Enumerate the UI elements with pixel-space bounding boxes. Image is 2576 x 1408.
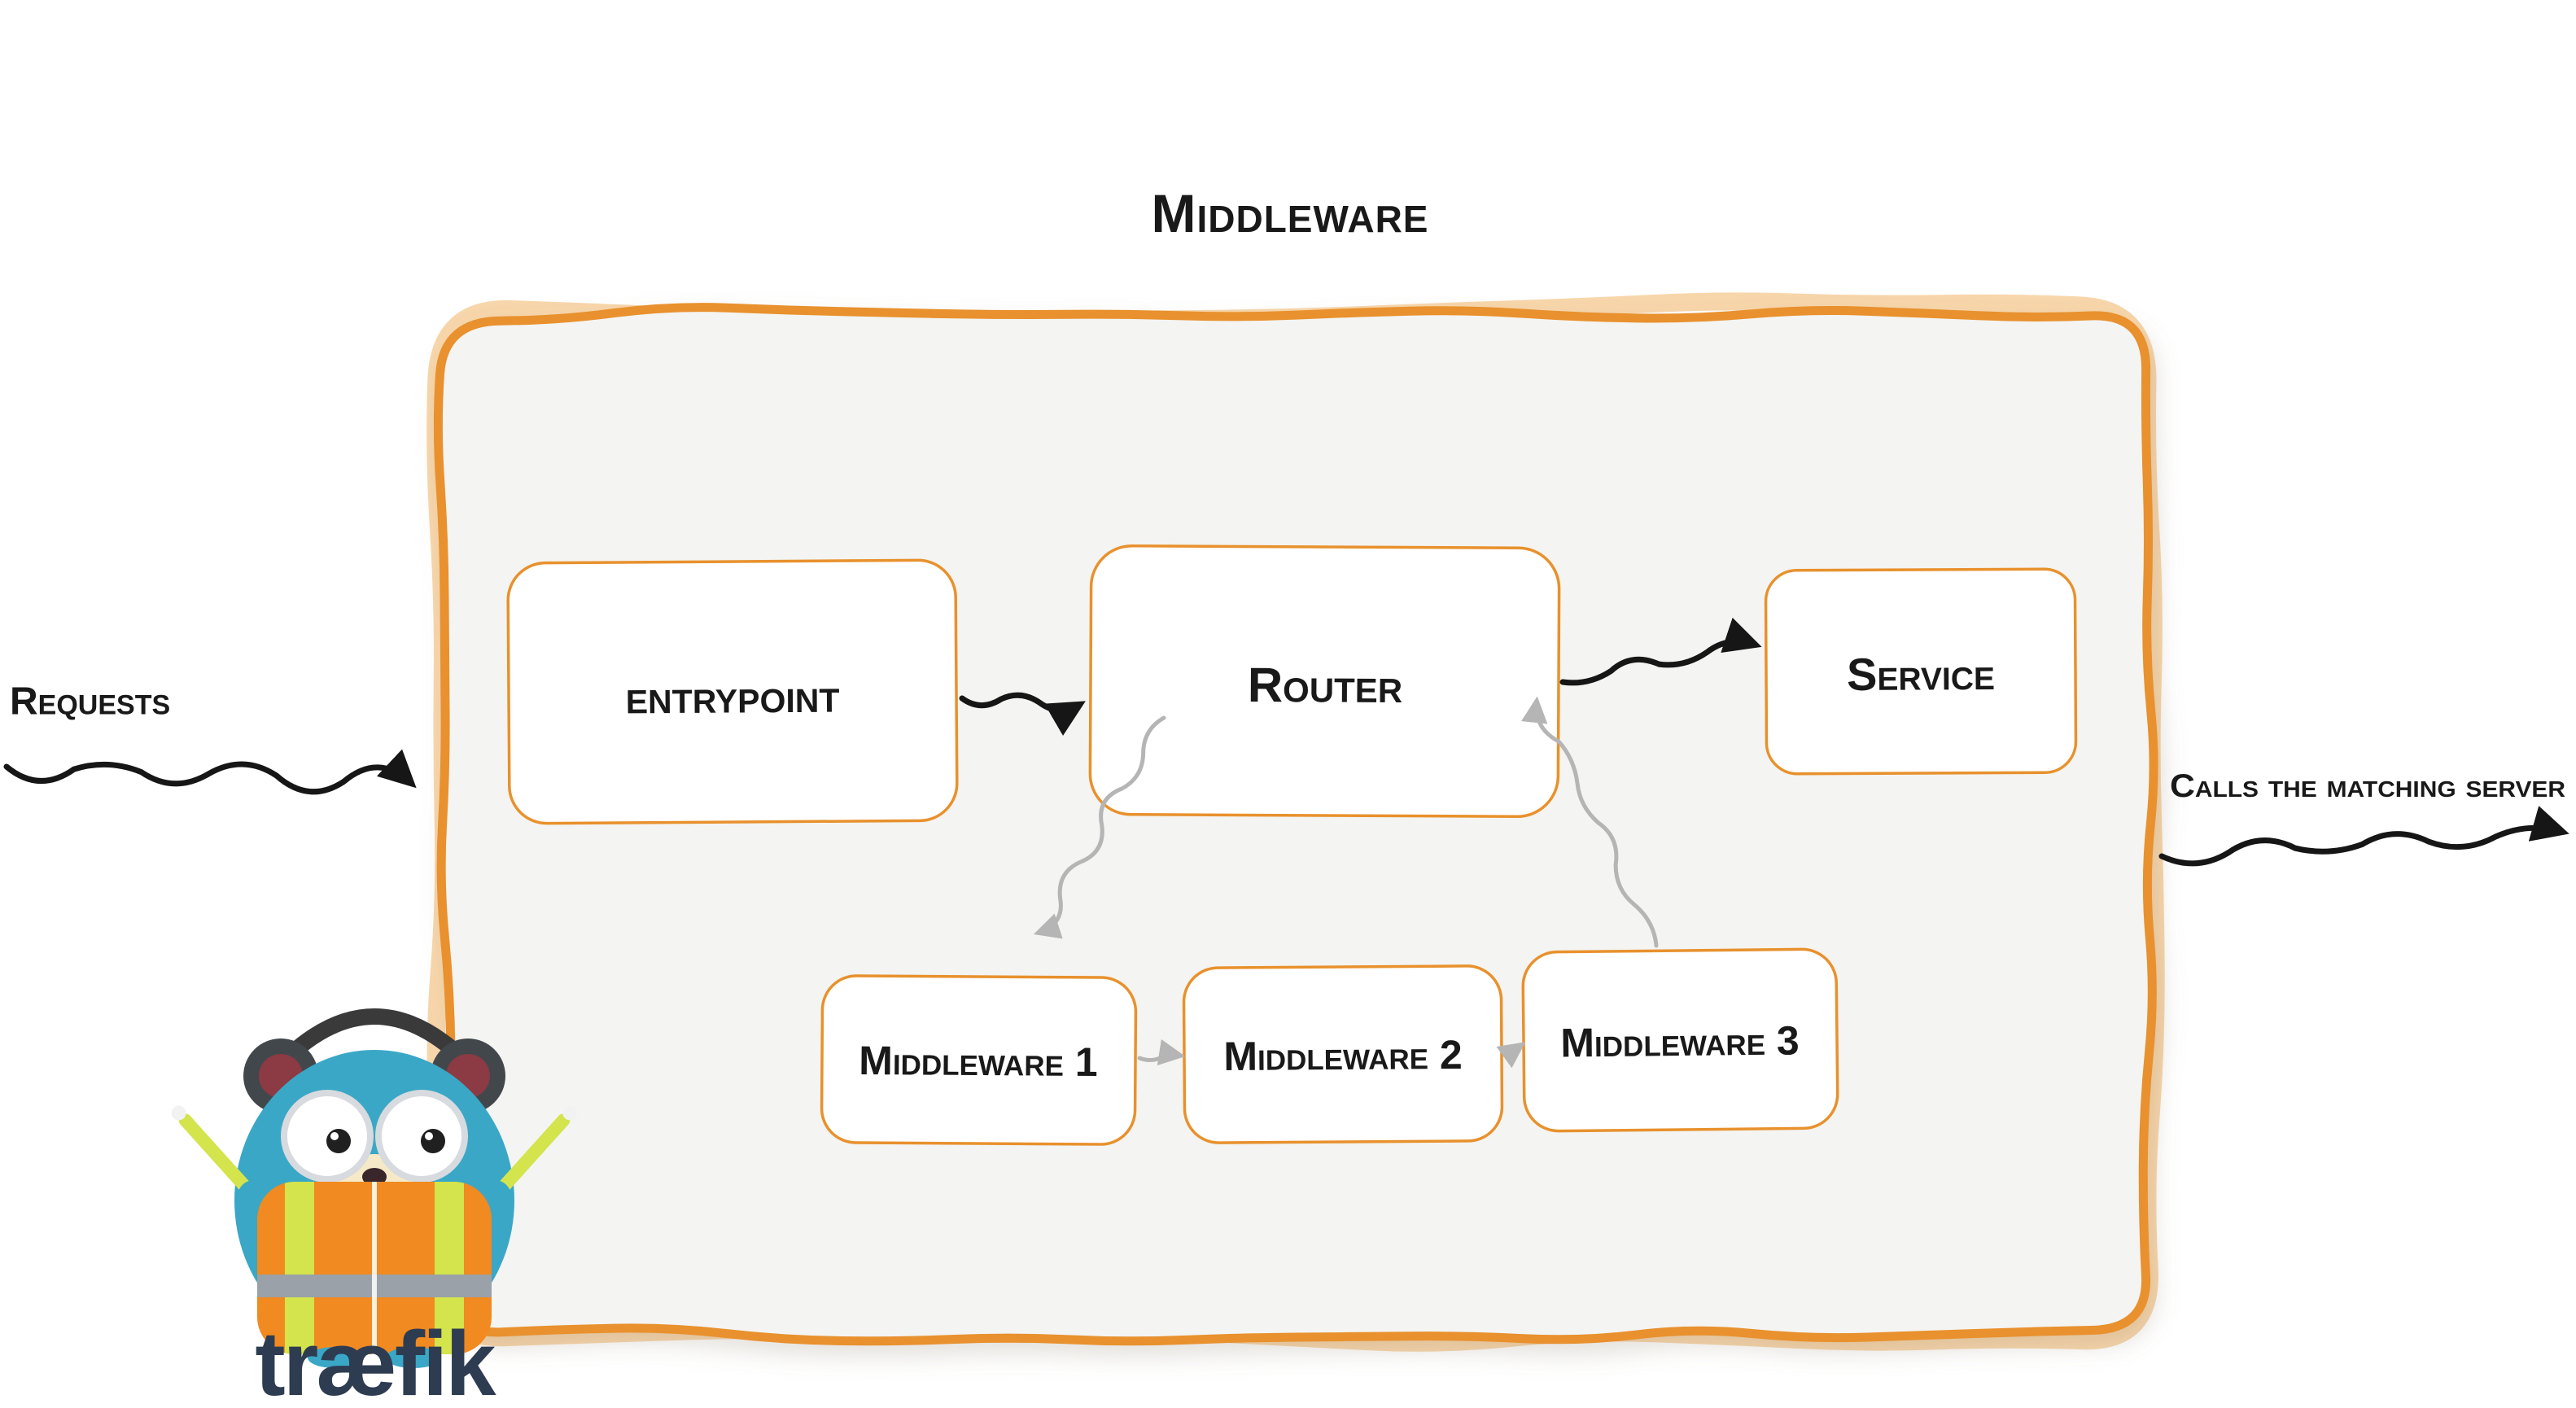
gopher-eye-left-icon [281,1090,374,1183]
router-to-service-arrow [1559,617,1762,686]
middleware2-to-middleware3-arrow [1496,1042,1526,1069]
entrypoint-label: entrypoint [625,670,839,724]
requests-label: Requests [10,680,170,724]
traefik-gopher [171,1008,578,1368]
gopher-vest-stripe-right-icon [435,1182,464,1354]
gopher-pupil-right-icon [421,1129,445,1153]
router-label: Router [1248,658,1403,713]
gopher-eye-right-icon [375,1090,468,1183]
middleware3-to-router-arrow [1521,696,1659,948]
router-node: Router [1088,544,1561,818]
entrypoint-box [506,558,959,825]
service-node: Service [1764,567,2078,776]
gopher-vest-stripe-left-icon [285,1182,314,1354]
gopher-pupil-left-icon [326,1129,351,1153]
entrypoint-to-router-arrow [959,692,1086,736]
middleware1-node: Middleware 1 [820,974,1138,1146]
gopher-nose-icon [362,1168,387,1186]
calls-the-matching-server-label: Calls the matching server [2170,768,2565,804]
requests-arrow [3,749,417,795]
traefik-logo: træfik [171,1008,578,1408]
service-label: Service [1847,648,1995,700]
middleware2-node: Middleware 2 [1182,964,1504,1144]
traefik-wordmark: træfik [255,1313,496,1408]
router-to-middleware1-arrow [1033,715,1166,939]
gopher-glint-right-icon [425,1132,433,1140]
gopher-foot-right-icon [386,1347,441,1368]
middleware3-node: Middleware 3 [1521,947,1839,1133]
gopher-foot-left-icon [308,1347,363,1368]
middleware1-label: Middleware 1 [859,1038,1098,1085]
middleware3-label: Middleware 3 [1560,1017,1800,1065]
service-box [1764,567,2078,776]
gopher-headphone-band-icon [278,1008,470,1066]
gopher-glint-left-icon [330,1132,339,1140]
middleware3-box [1521,947,1839,1133]
diagram-title: Middleware [1152,183,1429,243]
entrypoint-node: entrypoint [506,558,959,825]
middleware1-box [820,974,1138,1146]
middleware2-label: Middleware 2 [1223,1032,1463,1079]
panel-border [433,303,2158,1346]
middleware1-to-middleware2-arrow [1137,1039,1186,1066]
router-box [1088,544,1561,818]
gopher-vest-zip-icon [372,1182,377,1354]
exit-arrow [2158,806,2569,867]
